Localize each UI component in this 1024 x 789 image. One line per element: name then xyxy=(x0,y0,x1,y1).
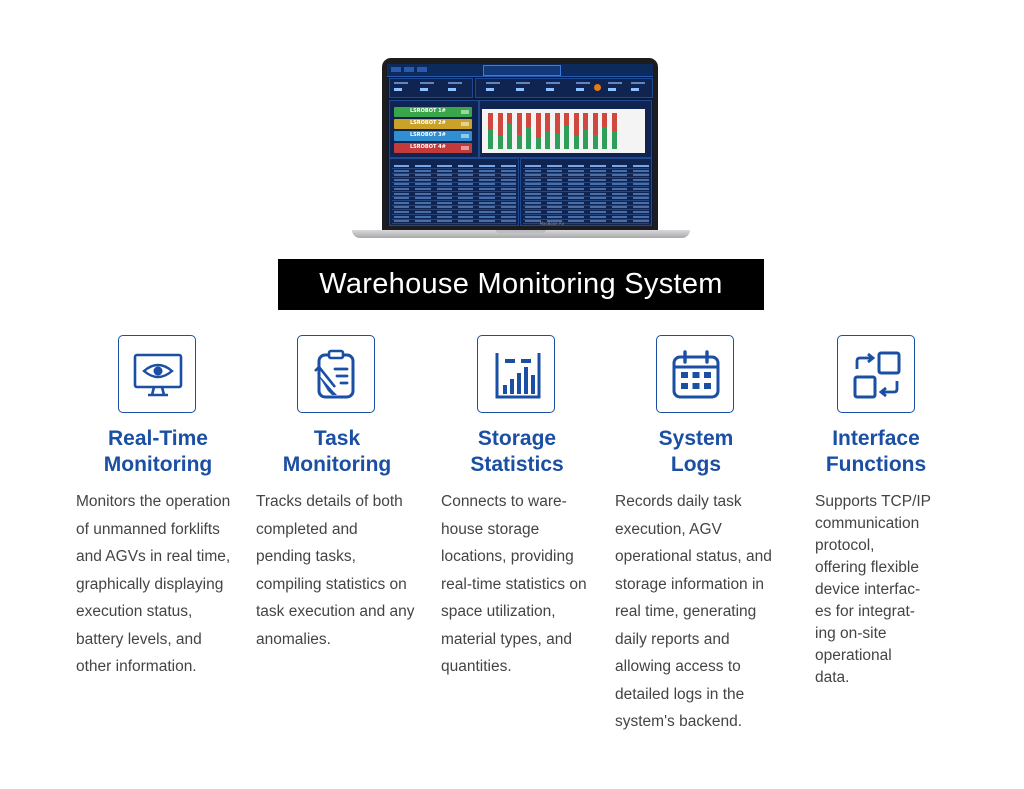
mini-chart-bar xyxy=(497,113,503,137)
mini-chart-bar xyxy=(573,136,579,149)
mini-chart-bar xyxy=(507,123,512,149)
laptop-lid: LSROBOT 1# LSROBOT 2# LSROBOT 3# LSROBOT 4#… xyxy=(382,58,658,230)
task-table-panel xyxy=(389,158,519,226)
mini-chart-bar xyxy=(583,129,588,149)
mini-chart-bar xyxy=(573,113,579,137)
robot-status-card: LSROBOT 2# xyxy=(394,119,472,129)
task-chart-panel xyxy=(479,100,652,158)
monitor-eye-icon xyxy=(133,353,183,397)
mini-chart-bar xyxy=(516,134,522,149)
dashboard-topbar xyxy=(387,64,653,77)
dashboard-screenshot: LSROBOT 1# LSROBOT 2# LSROBOT 3# LSROBOT 4# xyxy=(387,64,653,226)
mini-chart-bar xyxy=(611,113,617,131)
page-title: Warehouse Monitoring System xyxy=(278,259,764,310)
mini-chart-bar xyxy=(488,113,493,130)
mini-chart-bar xyxy=(592,134,598,149)
feature-icon-box xyxy=(837,335,915,413)
mini-chart-bar xyxy=(564,125,569,149)
mini-chart-bar xyxy=(545,113,550,131)
feature-desc-storage-statistics: Connects to ware-house storage locations… xyxy=(441,493,587,675)
laptop-base xyxy=(352,230,690,238)
mini-chart-bar xyxy=(564,113,569,126)
dashboard-kpis xyxy=(389,78,653,98)
mini-chart-bar xyxy=(526,113,531,128)
mini-chart-bar xyxy=(602,127,607,149)
feature-icon-box xyxy=(477,335,555,413)
mini-chart-bar xyxy=(554,113,560,133)
mini-chart-bar xyxy=(516,113,522,135)
robot-status-card: LSROBOT 4# xyxy=(394,143,472,153)
mini-chart-bar xyxy=(554,132,560,149)
robot-list-panel: LSROBOT 1# LSROBOT 2# LSROBOT 3# LSROBOT 4# xyxy=(389,100,479,158)
interface-swap-icon xyxy=(853,351,901,399)
mini-chart-bar xyxy=(535,138,541,149)
mini-chart-bar xyxy=(488,129,493,149)
robot-status-card: LSROBOT 1# xyxy=(394,107,472,117)
feature-icon-box xyxy=(656,335,734,413)
log-table-panel xyxy=(520,158,652,226)
mini-chart-bar xyxy=(545,131,550,149)
laptop-brand: MacBook Air xyxy=(539,221,565,226)
mini-chart-bar xyxy=(535,113,541,139)
bar-chart-icon xyxy=(495,353,541,399)
feature-icon-box xyxy=(118,335,196,413)
mini-chart-bar xyxy=(526,127,531,149)
mini-chart-bar xyxy=(497,136,503,149)
mini-chart-bar xyxy=(611,131,617,149)
mini-chart-bar xyxy=(583,113,588,130)
feature-icon-box xyxy=(297,335,375,413)
calendar-icon xyxy=(672,350,720,399)
clipboard-pen-icon xyxy=(314,349,355,399)
laptop-mockup: LSROBOT 1# LSROBOT 2# LSROBOT 3# LSROBOT 4#… xyxy=(352,58,690,240)
mini-chart-bar xyxy=(592,113,598,135)
robot-status-card: LSROBOT 3# xyxy=(394,131,472,141)
mini-chart-bar xyxy=(602,113,607,128)
mini-chart-bar xyxy=(507,113,512,124)
